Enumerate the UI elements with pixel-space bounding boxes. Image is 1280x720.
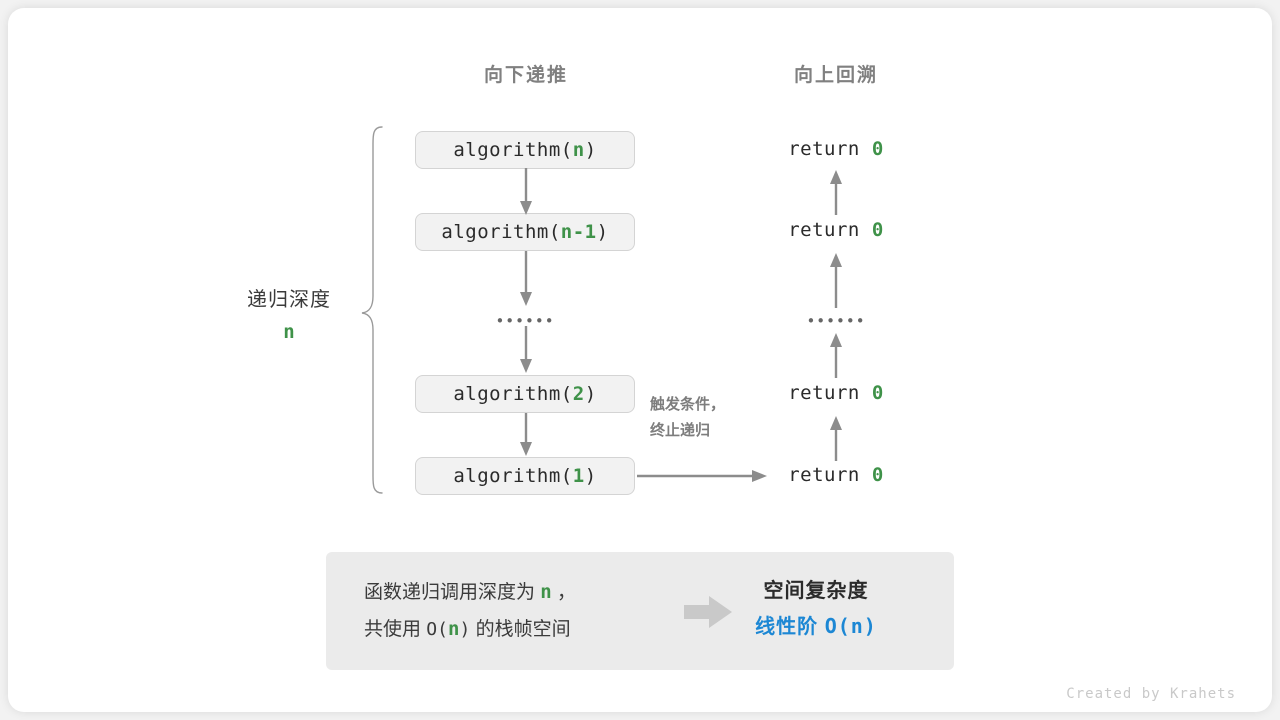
call-box-3-suffix: ) xyxy=(584,465,597,487)
summary-panel: 函数递归调用深度为 n ， 共使用 O(n) 的栈帧空间 空间复杂度 线性阶 O… xyxy=(326,552,954,670)
call-box-0-suffix: ) xyxy=(584,139,597,161)
return-label-3-keyword: return xyxy=(788,464,860,486)
call-box-0-prefix: algorithm( xyxy=(453,139,573,161)
summary-left-line1-a: 函数递归调用深度为 xyxy=(364,582,536,603)
summary-left-line1-b: ， xyxy=(557,582,577,603)
right-arrow-icon xyxy=(684,596,732,628)
summary-left-line1: 函数递归调用深度为 n ， xyxy=(364,574,576,611)
return-label-2-value: 0 xyxy=(871,382,884,404)
column-heading-recursion-down: 向下递推 xyxy=(483,65,568,86)
arrow-down-3-icon xyxy=(520,413,532,456)
arrow-up-3-icon xyxy=(830,416,842,461)
summary-left-line2: 共使用 O(n) 的栈帧空间 xyxy=(364,611,576,648)
termination-note-line1: 触发条件， xyxy=(650,396,726,413)
return-label-1-value: 0 xyxy=(871,219,884,241)
return-label-0-value: 0 xyxy=(871,138,884,160)
recursion-depth-value: n xyxy=(283,321,295,343)
credit-label: Created by Krahets xyxy=(1066,686,1236,702)
termination-note-line2: 终止递归 xyxy=(650,422,711,439)
arrow-up-2-icon xyxy=(830,333,842,378)
return-label-0: return 0 xyxy=(756,138,916,160)
call-box-1[interactable]: algorithm(n-1) xyxy=(415,213,635,251)
summary-left-line2-o-open: O( xyxy=(426,619,448,640)
call-box-3-arg: 1 xyxy=(572,465,585,487)
call-box-1-suffix: ) xyxy=(596,221,609,243)
summary-complexity-value: 线性阶 O(n) xyxy=(706,608,926,645)
return-label-3-value: 0 xyxy=(871,464,884,486)
recursion-depth-brace-icon xyxy=(361,126,383,494)
call-box-2-prefix: algorithm( xyxy=(453,383,573,405)
recursion-depth-text: 递归深度 xyxy=(247,289,331,311)
column-heading-backtrack-up: 向上回溯 xyxy=(793,65,878,86)
summary-complexity-title: 空间复杂度 xyxy=(763,580,869,602)
return-label-3: return 0 xyxy=(756,464,916,486)
summary-right-text: 空间复杂度 线性阶 O(n) xyxy=(706,574,926,645)
call-box-2[interactable]: algorithm(2) xyxy=(415,375,635,413)
return-label-1-keyword: return xyxy=(788,219,860,241)
arrow-up-1-icon xyxy=(830,253,842,308)
call-box-2-arg: 2 xyxy=(572,383,585,405)
return-label-2-keyword: return xyxy=(788,382,860,404)
summary-left-line1-var: n xyxy=(540,581,552,603)
summary-complexity-notation: O(n) xyxy=(824,614,877,638)
call-box-1-prefix: algorithm( xyxy=(441,221,561,243)
arrow-down-0-icon xyxy=(520,168,532,215)
call-box-1-arg: n-1 xyxy=(560,221,597,243)
return-label-2: return 0 xyxy=(756,382,916,404)
summary-complexity-order: 线性阶 xyxy=(755,616,819,638)
call-box-3[interactable]: algorithm(1) xyxy=(415,457,635,495)
arrow-down-2-icon xyxy=(520,326,532,373)
call-box-0[interactable]: algorithm(n) xyxy=(415,131,635,169)
summary-left-line2-o-close: ) xyxy=(459,619,471,640)
summary-left-text: 函数递归调用深度为 n ， 共使用 O(n) 的栈帧空间 xyxy=(364,574,576,648)
termination-note: 触发条件， 终止递归 xyxy=(650,392,725,444)
call-box-2-suffix: ) xyxy=(584,383,597,405)
call-box-0-arg: n xyxy=(572,139,585,161)
arrow-base-case-icon xyxy=(637,470,767,482)
summary-left-line2-b: 的栈帧空间 xyxy=(475,619,571,640)
call-box-3-prefix: algorithm( xyxy=(453,465,573,487)
return-label-1: return 0 xyxy=(756,219,916,241)
recursion-depth-label: 递归深度 n xyxy=(218,283,360,343)
return-label-0-keyword: return xyxy=(788,138,860,160)
arrow-down-1-icon xyxy=(520,251,532,306)
ellipsis-left: •••••• xyxy=(495,312,555,330)
summary-left-line2-var: n xyxy=(447,618,460,640)
summary-left-line2-a: 共使用 xyxy=(364,619,422,640)
ellipsis-right: •••••• xyxy=(806,312,866,330)
arrow-up-0-icon xyxy=(830,170,842,215)
